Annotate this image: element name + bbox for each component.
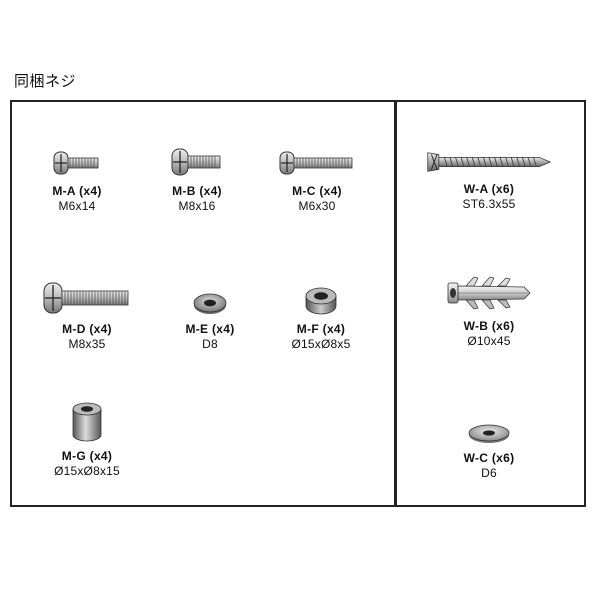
- part-size: ST6.3x55: [462, 197, 516, 211]
- part-w-c: W-C (x6) D6: [424, 397, 554, 480]
- spacer-ring-icon: [256, 268, 386, 316]
- part-m-f: M-F (x4) Ø15xØ8x5: [256, 268, 386, 351]
- machine-screw-icon: [22, 268, 152, 316]
- part-w-a: W-A (x6) ST6.3x55: [424, 128, 554, 211]
- section-divider: [394, 100, 397, 507]
- washer-icon: [424, 397, 554, 445]
- wood-screw-icon: [424, 128, 554, 176]
- part-code: M-F (x4): [296, 322, 346, 336]
- part-code: M-E (x4): [185, 322, 235, 336]
- machine-screw-icon: [252, 130, 382, 178]
- part-code: M-G (x4): [61, 449, 113, 463]
- parts-frame: [10, 100, 586, 507]
- part-m-b: M-B (x4) M8x16: [132, 130, 262, 213]
- part-size: M8x16: [178, 199, 216, 213]
- part-w-b: W-B (x6) Ø10x45: [424, 265, 554, 348]
- part-code: M-B (x4): [172, 184, 222, 198]
- part-code: W-A (x6): [463, 182, 515, 196]
- machine-screw-icon: [12, 130, 142, 178]
- part-m-a: M-A (x4) M6x14: [12, 130, 142, 213]
- part-size: Ø15xØ8x15: [54, 464, 120, 478]
- part-size: M6x14: [58, 199, 96, 213]
- spacer-tube-icon: [22, 395, 152, 443]
- part-size: D8: [202, 337, 218, 351]
- part-size: M6x30: [298, 199, 336, 213]
- part-size: D6: [481, 466, 497, 480]
- part-m-e: M-E (x4) D8: [145, 268, 275, 351]
- part-code: M-C (x4): [292, 184, 342, 198]
- part-code: M-A (x4): [52, 184, 102, 198]
- part-size: Ø15xØ8x5: [291, 337, 351, 351]
- part-m-g: M-G (x4) Ø15xØ8x15: [22, 395, 152, 478]
- wall-anchor-icon: [424, 265, 554, 313]
- part-m-d: M-D (x4) M8x35: [22, 268, 152, 351]
- page-title: 同梱ネジ: [14, 72, 77, 90]
- machine-screw-icon: [132, 130, 262, 178]
- part-code: W-B (x6): [463, 319, 515, 333]
- part-size: Ø10x45: [467, 334, 511, 348]
- part-size: M8x35: [68, 337, 106, 351]
- part-code: W-C (x6): [463, 451, 515, 465]
- part-m-c: M-C (x4) M6x30: [252, 130, 382, 213]
- washer-icon: [145, 268, 275, 316]
- part-code: M-D (x4): [62, 322, 112, 336]
